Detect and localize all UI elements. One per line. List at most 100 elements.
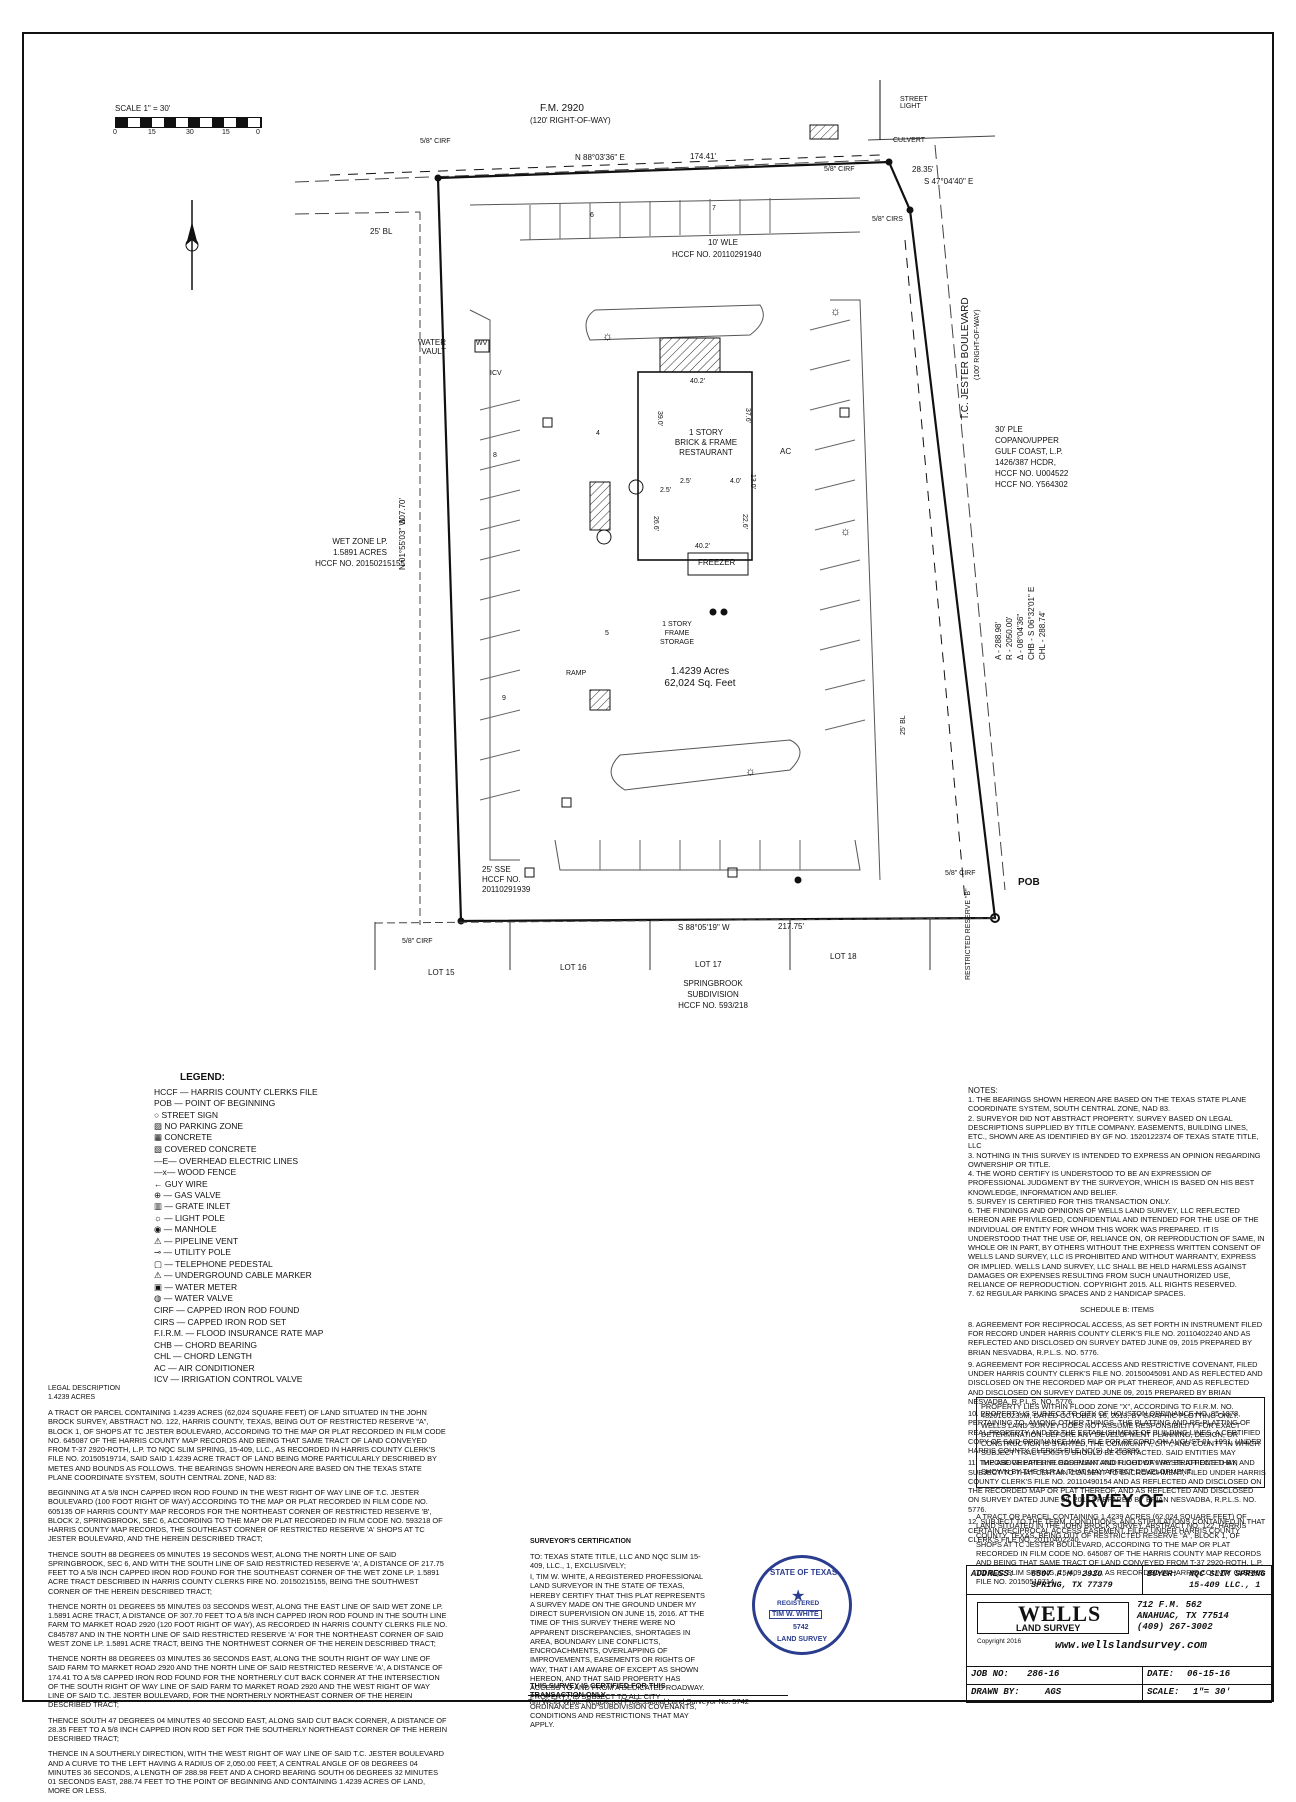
restaurant-building [637, 371, 753, 561]
curve-line: CHB - S 06°32'01" E [1027, 586, 1036, 660]
sse-line: 25' SSE [482, 865, 511, 874]
scale-tick: 0 [113, 129, 117, 136]
road-row-east: (100' RIGHT-OF-WAY) [974, 309, 981, 380]
area-acres: 1.4239 Acres [670, 666, 730, 677]
distance-north: 174.41' [690, 152, 716, 161]
schedule-item: 9. AGREEMENT FOR RECIPROCAL ACCESS AND R… [968, 1359, 1263, 1406]
cert-certified: THIS SURVEY IS CERTIFIED FOR THIS TRANSA… [530, 1681, 666, 1700]
freezer [687, 552, 749, 576]
manhole-icon [720, 608, 728, 616]
culvert [809, 124, 839, 140]
space-count: 8 [493, 452, 497, 459]
scale-tick: 15 [148, 129, 156, 136]
water-vault [474, 339, 490, 353]
distance-south: 217.75' [778, 922, 804, 931]
iron-rod-set [906, 206, 914, 214]
legend-item: CIRS — CAPPED IRON ROD SET [154, 1316, 287, 1327]
ple-line: 30' PLE [995, 425, 1023, 434]
company-name: WELLS [1018, 1601, 1102, 1626]
dimension: 4.0' [730, 478, 742, 485]
parking-island [610, 739, 801, 791]
lot-label: LOT 16 [560, 963, 587, 972]
handicap-icon [596, 529, 612, 545]
manhole-icon [794, 876, 802, 884]
space-count: 6 [590, 212, 594, 219]
legend-item: ○ STREET SIGN [154, 1109, 219, 1120]
site-plan: ☼ ☼ ☼ ☼ [185, 80, 1006, 970]
grate-inlet-icon [727, 867, 738, 878]
title-block: ADDRESS: 6507 F.M. 2920 SPRING, TX 77379… [966, 1565, 1272, 1703]
dimension: 37.6' [743, 408, 751, 423]
legal-paragraph: THENCE NORTH 01 DEGREES 55 MINUTES 03 SE… [48, 1601, 448, 1648]
title-address-row: ADDRESS: 6507 F.M. 2920 SPRING, TX 77379… [967, 1566, 1271, 1595]
pob-label: POB [1018, 877, 1040, 888]
legend-item: ◍ — WATER VALVE [154, 1293, 233, 1304]
legend-item: ICV — IRRIGATION CONTROL VALVE [154, 1374, 303, 1385]
legend-item: ▥ — GRATE INLET [154, 1201, 231, 1212]
company-address-line: 712 F.M. 562 [1137, 1600, 1202, 1610]
copyright: Copyright 2016 [977, 1638, 1022, 1645]
buyer-label: BUYER: [1147, 1569, 1178, 1579]
note-item: 1. THE BEARINGS SHOWN HEREON ARE BASED O… [968, 1095, 1247, 1114]
note-item: 2. SURVEYOR DID NOT ABSTRACT PROPERTY. S… [968, 1113, 1259, 1151]
legend-title: LEGEND: [180, 1072, 225, 1083]
date-value: 06-15-16 [1187, 1669, 1231, 1679]
date-label: DATE: [1147, 1669, 1175, 1679]
building-line-label: 25' BL [370, 227, 393, 236]
dimension: 2.5' [680, 478, 692, 485]
divider [1142, 1566, 1143, 1594]
address-line: SPRING, TX 77379 [1031, 1580, 1113, 1590]
ple-line: 1426/387 HCDR, [995, 458, 1056, 467]
light-pole-icon: ☼ [745, 764, 756, 778]
schedule-title: SCHEDULE B: ITEMS [1080, 1304, 1154, 1314]
cert-title: SURVEYOR'S CERTIFICATION [530, 1538, 631, 1545]
wv-label: WV [476, 340, 488, 347]
legend-item: HCCF — HARRIS COUNTY CLERKS FILE [154, 1086, 318, 1097]
legal-subtitle: 1.4239 ACRES [48, 1394, 96, 1401]
drawn-label: DRAWN BY: [971, 1687, 1020, 1697]
grate-inlet-icon [561, 797, 572, 808]
legend-item: CIRF — CAPPED IRON ROD FOUND [154, 1305, 300, 1316]
wet-zone-line: 1.5891 ACRES [333, 548, 387, 557]
legend-item: ⊕ — GAS VALVE [154, 1189, 221, 1200]
building-label: 1 STORY BRICK & FRAME RESTAURANT [670, 428, 742, 458]
building-line: BRICK & FRAME [674, 438, 738, 447]
notes-title: NOTES: [968, 1086, 998, 1095]
grate-inlet-icon [524, 867, 535, 878]
schedule-item: 8. AGREEMENT FOR RECIPROCAL ACCESS, AS S… [968, 1319, 1263, 1357]
legal-paragraph: A TRACT OR PARCEL CONTAINING 1.4239 ACRE… [48, 1408, 446, 1482]
ple-line: GULF COAST, L.P. [995, 447, 1063, 456]
legend-item: AC — AIR CONDITIONER [154, 1362, 255, 1373]
scale-tick: 30 [186, 129, 194, 136]
curb [830, 299, 881, 881]
website: www.wellslandsurvey.com [1055, 1640, 1207, 1652]
curve-data: A - 288.98' R - 2050.00' Δ - 08°04'36" C… [993, 587, 1048, 660]
seal-number: 5742 [793, 1624, 809, 1631]
road-edge [294, 159, 881, 183]
job-row: JOB NO: 286-16 DATE: 06-15-16 [967, 1666, 1271, 1685]
address-label: ADDRESS: [971, 1569, 1015, 1579]
cirf-label: 5/8" CIRF [402, 938, 433, 945]
distance-west: 307.70' [398, 498, 407, 524]
dimension: 26.6' [651, 516, 659, 531]
company-logo: WELLS LAND SURVEY [977, 1601, 1129, 1634]
legal-paragraph: THENCE IN A SOUTHERLY DIRECTION, WITH TH… [48, 1749, 444, 1796]
overhead-electric-line [329, 154, 881, 176]
legend-item: F.I.R.M. — FLOOD INSURANCE RATE MAP [154, 1328, 324, 1339]
scale-tick: 15 [222, 129, 230, 136]
note-item: 7. 62 REGULAR PARKING SPACES AND 2 HANDI… [968, 1289, 1186, 1299]
seal-mid: REGISTERED [777, 1600, 820, 1607]
road-edge [294, 211, 421, 215]
note-item: 6. THE FINDINGS AND OPINIONS OF WELLS LA… [968, 1206, 1265, 1289]
survey-of-title: SURVEY OF [1060, 1491, 1164, 1511]
iron-rod-found [457, 917, 465, 925]
curve-line: R - 2050.00' [1005, 616, 1014, 660]
legend-item: ← GUY WIRE [154, 1178, 208, 1189]
legend-item: ☼ — LIGHT POLE [154, 1213, 225, 1224]
wle-label: 10' WLE [708, 238, 738, 247]
dimension: 2.5' [660, 487, 672, 494]
notes: 1. THE BEARINGS SHOWN HEREON ARE BASED O… [968, 1095, 1266, 1548]
iron-rod-found [885, 158, 893, 166]
culvert-label: CULVERT [893, 137, 926, 144]
